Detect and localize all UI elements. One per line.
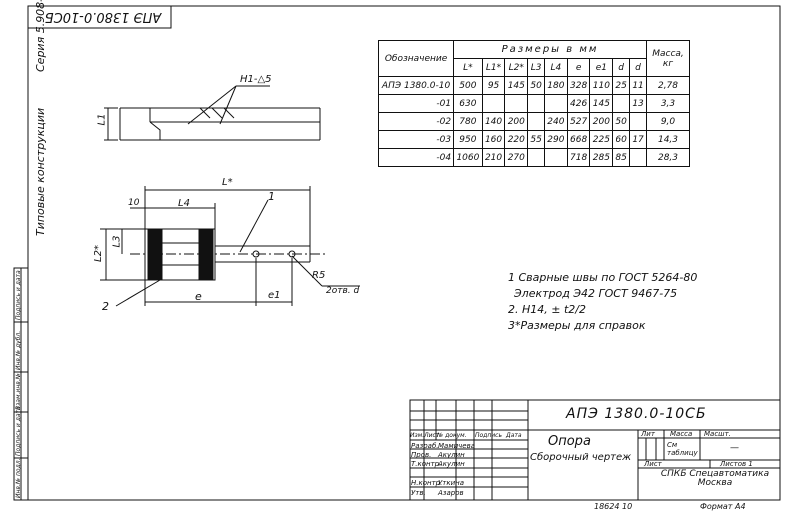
- title-code: АПЭ 1380.0-10СБ: [566, 406, 707, 422]
- plan-view: [100, 186, 360, 307]
- stamp-sign-date-1: Подпись и дата: [15, 406, 22, 456]
- notes: 1 Сварные швы по ГОСТ 5264-80 Электрод Э…: [508, 270, 697, 334]
- lit-label: Лит: [641, 430, 655, 438]
- scale-value: —: [730, 443, 739, 453]
- code-box-top: [27, 5, 172, 29]
- weld-label: Н1-△5: [240, 74, 272, 85]
- header-designation: Обозначение: [377, 40, 455, 77]
- tb-header-role: Изм.Лист: [410, 432, 440, 439]
- table-row: АПЭ 1380.0-10 500 95 145 50 180 328 110 …: [377, 76, 690, 95]
- table-title: Размеры в мм: [453, 40, 647, 59]
- stamp-inv-podl: Инв.№ подл.: [15, 458, 22, 499]
- note-1: 1 Сварные швы по ГОСТ 5264-80: [508, 271, 698, 284]
- footer-left: 18624 10: [594, 502, 633, 511]
- tb-header-sign: Подпись: [475, 432, 502, 439]
- organization: СПКБ Спецавтоматика Москва: [660, 469, 770, 488]
- header-L2: L2*: [504, 58, 529, 77]
- position-1: 1: [268, 190, 275, 203]
- dim-10: 10: [128, 198, 140, 208]
- tb-name-ncontrol: Уткина: [438, 479, 464, 487]
- tb-name-tcontrol: Акулин: [438, 460, 465, 468]
- sheets-label: Листов 1: [720, 460, 753, 468]
- scale-label: Масшт.: [704, 430, 731, 438]
- stamp-inv-dubl: Инв.№ дубл.: [15, 330, 22, 370]
- tb-role-checked: Пров.: [411, 451, 432, 459]
- tb-header-date: Дата: [506, 432, 522, 439]
- dim-e: e: [195, 290, 202, 303]
- header-L3: L3: [527, 58, 546, 77]
- sheet-label: Лист: [644, 460, 662, 468]
- note-1b: Электрод Э42 ГОСТ 9467-75: [514, 287, 678, 300]
- dimensions-table: Обозначение Размеры в мм Масса, кг L* L1…: [377, 40, 690, 167]
- dim-L3: L3: [111, 235, 123, 248]
- header-d: d: [612, 58, 631, 77]
- header-mass: Масса, кг: [646, 40, 690, 77]
- footer-right: Формат А4: [700, 502, 746, 511]
- series-label: Серия 5.908-1: [34, 0, 47, 72]
- dim-R: R5: [312, 270, 326, 281]
- tb-name-checked: Акулин: [438, 451, 465, 459]
- table-row: -02 780 140 200 240 527 200 50 9,0: [377, 112, 690, 131]
- dim-e1: e1: [268, 290, 281, 301]
- tb-role-ncontrol: Н.контр.: [411, 479, 443, 487]
- typical-constructions-label: Типовые конструкции: [34, 107, 47, 236]
- profile-view: [104, 85, 321, 141]
- title-subtitle: Сборочный чертеж: [530, 452, 632, 463]
- mass-value: См таблицу: [667, 441, 698, 457]
- table-row: -03 950 160 220 55 290 668 225 60 17 14,…: [377, 130, 690, 149]
- header-L4: L4: [544, 58, 568, 77]
- tb-name-approved: Азаров: [438, 489, 464, 497]
- drawing-code-top: АПЭ 1380.0-10СБ: [44, 9, 162, 24]
- tb-role-tcontrol: Т.контр.: [411, 460, 442, 468]
- header-e1: e1: [589, 58, 614, 77]
- dim-L4: L4: [178, 198, 190, 209]
- tb-role-developer: Разраб.: [411, 442, 439, 450]
- note-3: 3*Размеры для справок: [508, 319, 646, 332]
- title-block-lines: [409, 399, 781, 501]
- dim-L2: L2*: [92, 245, 104, 262]
- tb-role-approved: Утв.: [411, 489, 426, 497]
- stamp-sign-date-2: Подпись и дата: [15, 270, 22, 320]
- position-2: 2: [102, 300, 109, 313]
- note-2: 2. Н14, ± t2/2: [508, 303, 586, 316]
- stamp-vzam-inv: Взам.инв.№: [15, 373, 22, 410]
- header-e: e: [566, 58, 591, 77]
- header-L: L*: [453, 58, 483, 77]
- dim-holes: 2отв. d: [326, 286, 360, 296]
- dim-L: L*: [222, 177, 233, 188]
- title-name: Опора: [548, 434, 591, 449]
- header-L1: L1*: [481, 58, 506, 77]
- tb-name-developer: Мамичева: [438, 442, 476, 450]
- mass-label: Масса: [670, 430, 693, 438]
- table-row: -01 630 426 145 13 3,3: [377, 94, 690, 113]
- tb-header-name: № докум.: [437, 432, 467, 439]
- header-d2: d: [629, 58, 647, 77]
- dim-L1: L1: [96, 113, 108, 126]
- table-row: -04 1060 210 270 718 285 85 28,3: [377, 148, 690, 167]
- sheet-frame: [27, 5, 781, 501]
